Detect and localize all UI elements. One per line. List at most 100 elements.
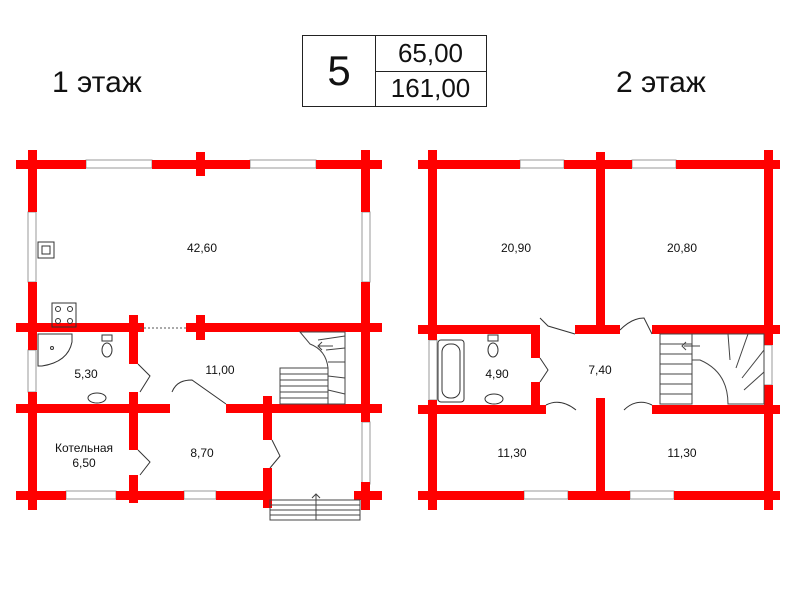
stair-block: [659, 333, 693, 405]
window: [629, 490, 675, 500]
wall: [596, 169, 605, 329]
floor-2-plan: 20,90 20,80 4,90 7,40 11,30 11,30: [418, 150, 780, 510]
stove-burner: [67, 306, 73, 312]
floor-2-title: 2 этаж: [616, 66, 706, 99]
wall: [16, 404, 170, 413]
wall: [531, 382, 540, 405]
floor-2-fixtures: [437, 334, 504, 405]
wall: [531, 334, 540, 358]
floor-1-windows: [27, 159, 371, 500]
wall: [428, 169, 437, 340]
wall: [418, 405, 546, 414]
window: [519, 159, 565, 169]
room-area-bedroom-ne: 20,80: [667, 241, 697, 255]
area-info-box: 5 65,00 161,00: [302, 35, 487, 107]
wall: [28, 169, 37, 212]
floor-1-stairs: [279, 331, 346, 405]
stair-step: [741, 349, 765, 379]
floor-2-stairs: [659, 333, 765, 405]
stair-step: [743, 371, 765, 391]
wall: [263, 396, 272, 421]
room-area-hall: 7,40: [588, 363, 612, 377]
window: [361, 211, 371, 283]
floor-2-doors: [539, 317, 653, 411]
wall: [263, 413, 272, 440]
room-area-hall: 11,00: [205, 363, 234, 377]
bathtub-icon: [437, 339, 465, 403]
wall: [196, 315, 205, 340]
wall: [129, 392, 138, 413]
sink-icon: [41, 245, 51, 255]
floor-1-fixtures: [37, 241, 113, 404]
toilet-icon: [101, 342, 113, 358]
door: [269, 439, 281, 469]
wall: [652, 405, 780, 414]
floor-2-room-labels: 20,90 20,80 4,90 7,40 11,30 11,30: [485, 241, 697, 460]
wall: [575, 325, 620, 334]
room-area-bedroom-se: 11,30: [667, 446, 696, 460]
shower-drain: [50, 346, 54, 350]
window: [27, 349, 37, 393]
wall: [16, 323, 144, 332]
room-area-bath: 4,90: [485, 367, 509, 381]
wall: [428, 150, 437, 178]
wall: [428, 482, 437, 510]
room-area-boiler: 6,50: [72, 456, 96, 470]
wall: [361, 482, 370, 510]
door: [539, 317, 576, 335]
wall: [263, 468, 272, 508]
wall: [16, 491, 66, 500]
stair-step: [327, 375, 346, 379]
stair-step: [327, 389, 346, 395]
stair-winder: [298, 331, 346, 405]
wall: [16, 160, 86, 169]
door: [619, 317, 653, 335]
sink-icon: [37, 241, 55, 259]
wall: [596, 152, 605, 176]
wall: [216, 491, 270, 500]
floor-1-doors: [137, 363, 281, 476]
door: [539, 357, 549, 383]
door: [545, 401, 577, 411]
window: [523, 490, 569, 500]
wall: [361, 169, 370, 212]
door: [623, 401, 653, 411]
wall: [674, 491, 780, 500]
floor-1-plan: 42,60 5,30 11,00 Котельная 6,50 8,70: [16, 150, 382, 521]
room-area-bath: 5,30: [74, 367, 98, 381]
wall: [418, 491, 524, 500]
wall: [764, 169, 773, 345]
entry-steps: [269, 493, 361, 521]
wall: [652, 325, 780, 334]
door: [171, 379, 227, 405]
wall: [116, 491, 184, 500]
shower-icon: [37, 333, 73, 367]
wall: [596, 398, 605, 498]
stair-step: [735, 333, 749, 369]
wall: [129, 315, 138, 340]
wall: [418, 325, 540, 334]
stair-winder: [691, 333, 765, 405]
wall: [361, 282, 370, 422]
wall: [28, 282, 37, 350]
area-value-top: 65,00: [375, 36, 486, 72]
room-name-boiler: Котельная: [55, 441, 113, 455]
toilet-icon: [487, 342, 499, 358]
wall: [129, 475, 138, 503]
wall: [428, 400, 437, 510]
floor-1-title: 1 этаж: [52, 66, 142, 99]
wall: [196, 152, 205, 176]
room-area-bedroom-nw: 20,90: [501, 241, 531, 255]
wall: [418, 160, 520, 169]
window: [249, 159, 317, 169]
stair-arrow: [681, 341, 700, 351]
door: [137, 363, 151, 393]
toilet-tank: [101, 334, 113, 342]
wall: [28, 150, 37, 178]
floor-1-walls: [16, 150, 382, 510]
window: [27, 211, 37, 283]
wall: [316, 160, 382, 169]
window: [85, 159, 153, 169]
wall: [186, 323, 382, 332]
